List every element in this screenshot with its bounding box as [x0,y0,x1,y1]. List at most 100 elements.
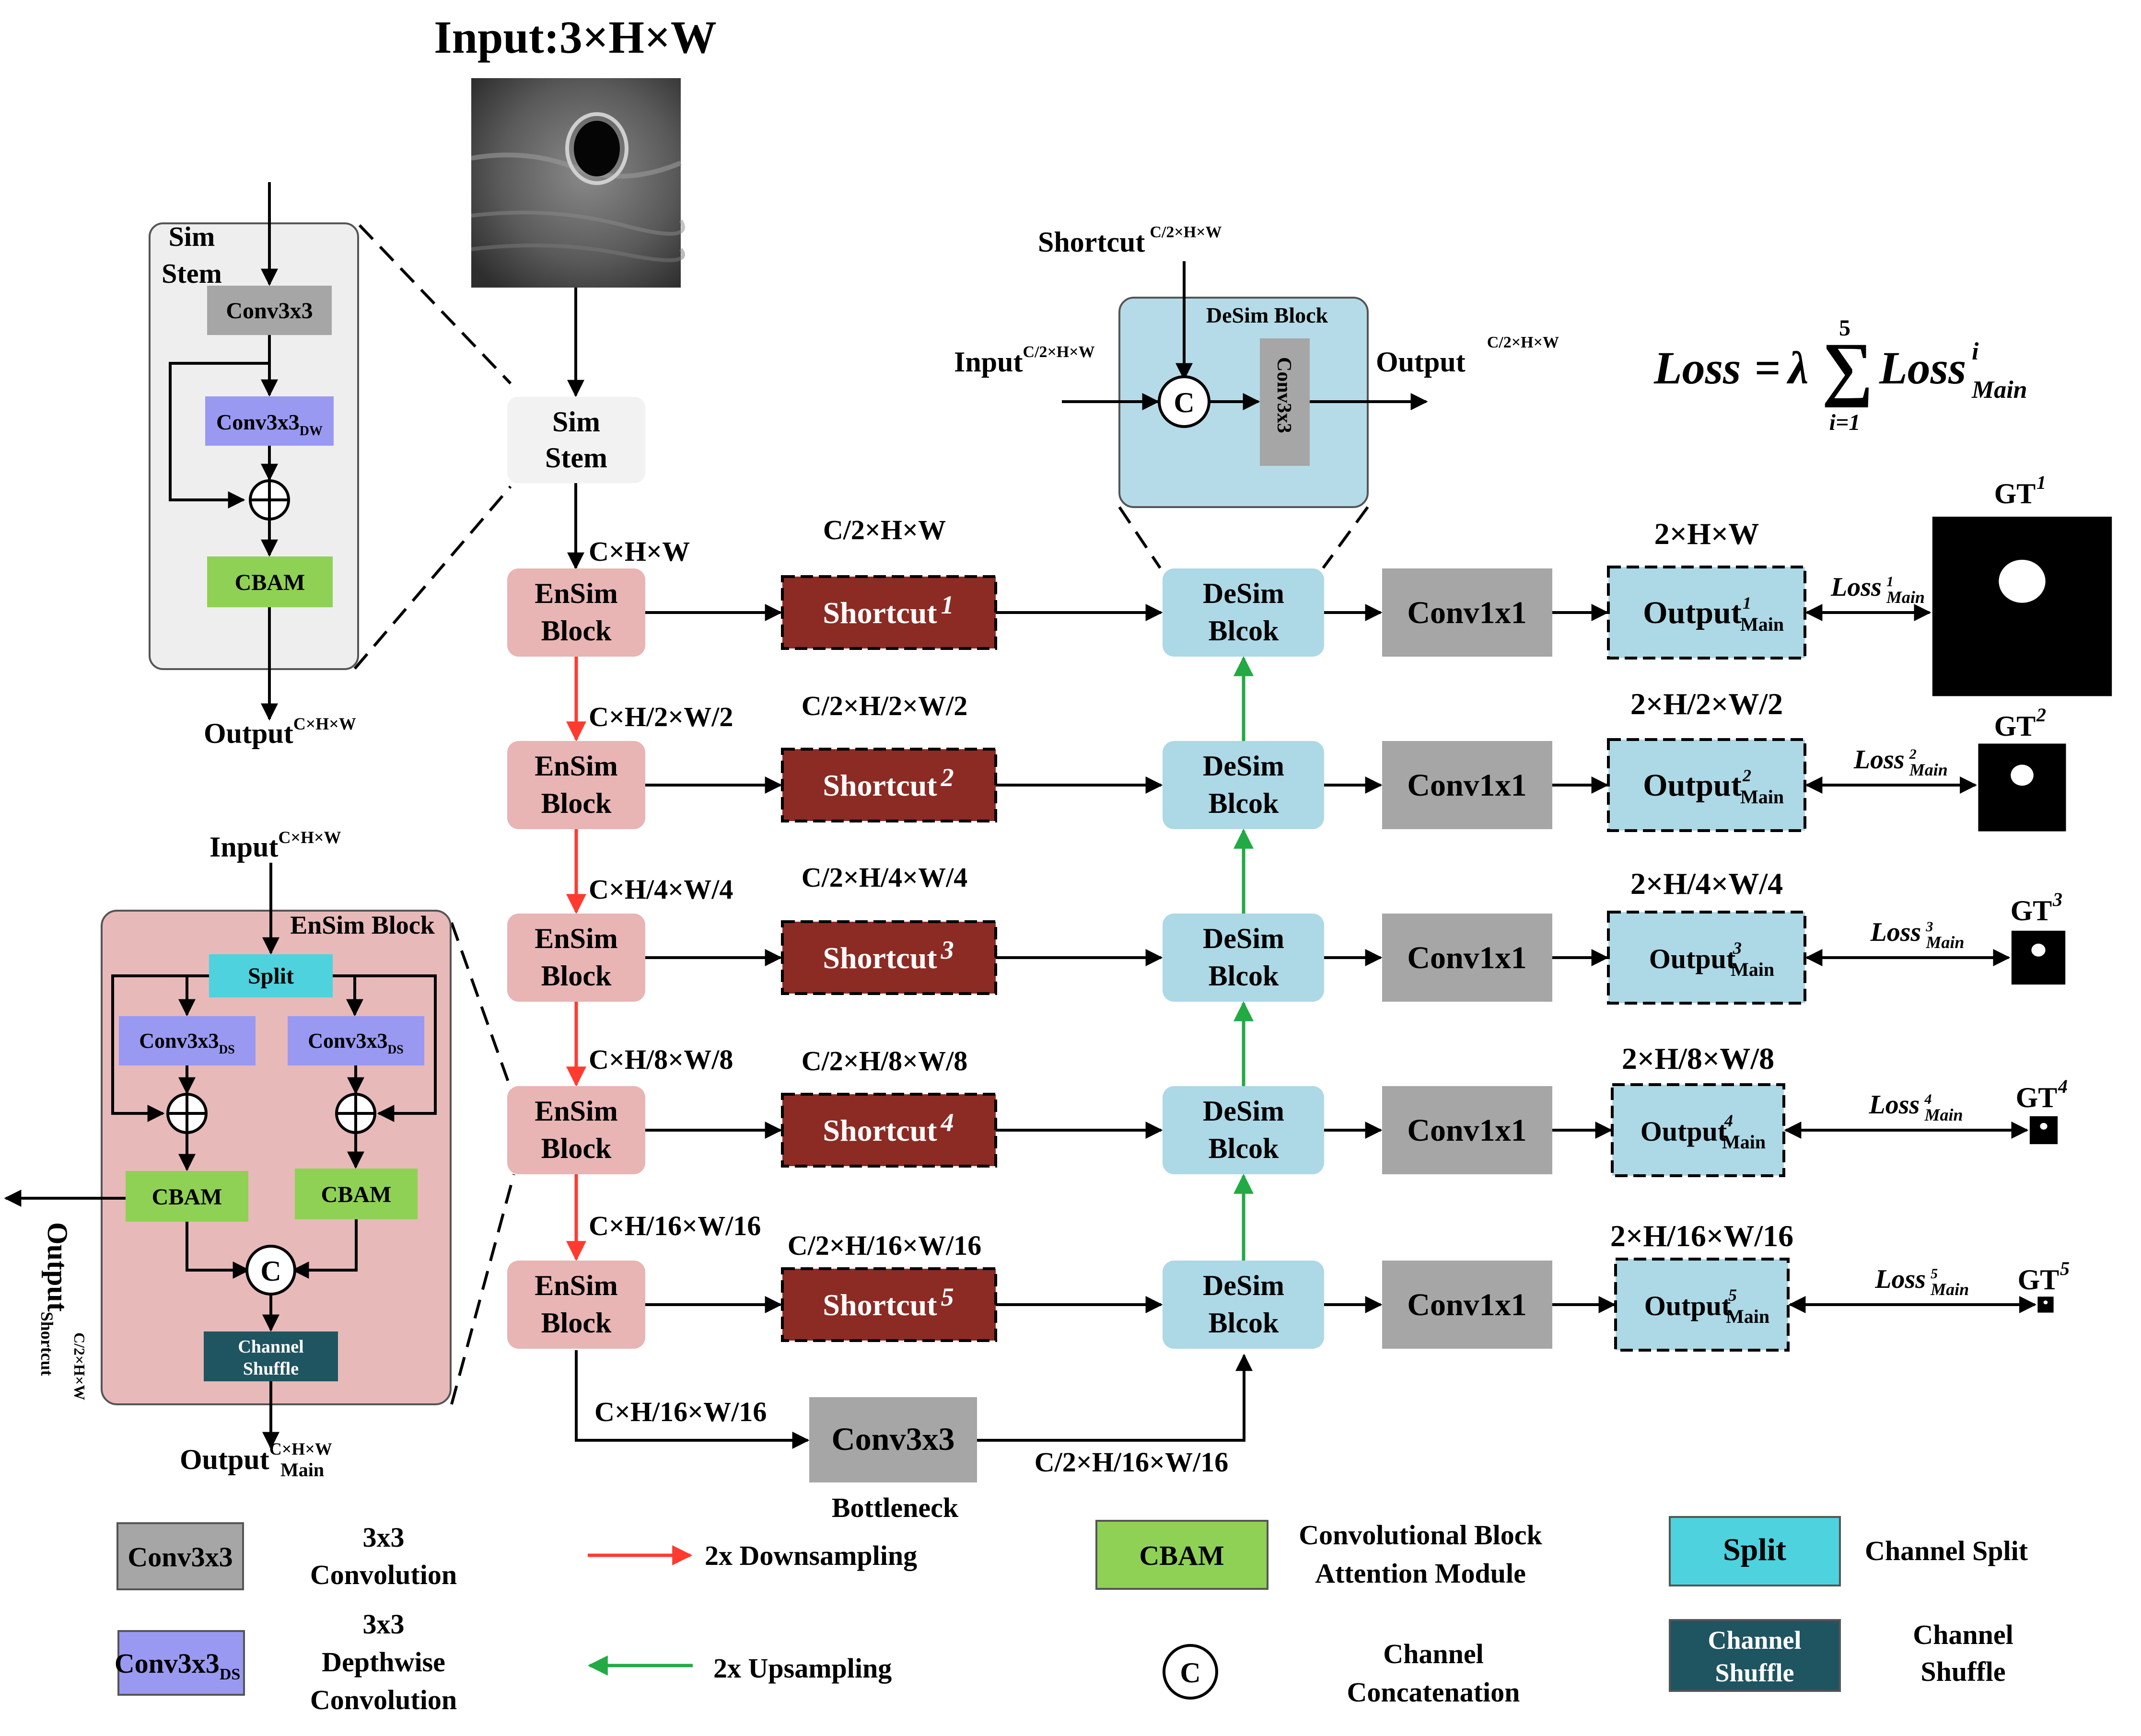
ensim-conv-ds-right-label: Conv3x3 [308,1029,387,1053]
loss-formula: Loss = λ ∑ 5 i=1 Loss i Main [1653,315,2027,435]
zoom-line-stem-bottom [353,486,512,670]
legend-shuffle-swatch [1669,1619,1841,1692]
ensim-output-shortcut: Output [42,1222,73,1312]
legend-concat-desc-1: Channel [1383,1638,1484,1669]
ensim-detail-shuffle [204,1331,338,1381]
ensim-block-5 [507,1261,645,1349]
conv1x1-3 [1382,914,1552,1002]
conv1x1-1 [1382,568,1552,657]
add-icon [335,1093,376,1134]
gt-lesion-4 [2040,1123,2048,1130]
conv1x1-label: Conv1x1 [1407,940,1526,975]
legend-conv-desc-1: 3x3 [363,1522,405,1553]
loss-sub: Main [1924,1105,1963,1124]
legend-concat-icon: C [1163,1644,1218,1700]
desim-detail-input-sup: C/2×H×W [1023,343,1094,361]
loss-sub: Main [1925,933,1964,952]
loss-sub: Main [1930,1280,1969,1299]
ensim-output-main: Output [180,1444,269,1475]
legend-concat-desc-2: Concatenation [1347,1677,1520,1708]
ensim-block-3 [507,914,645,1002]
gt-label: GT [2018,1264,2060,1296]
desim-label-1: DeSim [1203,1270,1284,1301]
output-label: Output [1644,1290,1731,1321]
conv1x1-label: Conv1x1 [1407,1113,1526,1148]
zoom-line-ensim-bottom [450,1174,515,1405]
sim-detail-conv-dw-sub: DW [300,424,323,439]
sim-detail-cbam-label: CBAM [235,570,305,595]
conv1x1-5 [1382,1261,1552,1349]
ensim-block-1 [507,568,645,657]
sim-detail-conv [207,286,332,335]
ensim-label-2: Block [541,615,612,647]
ensim-conv-ds-right-sub: DS [388,1042,404,1056]
output-index: 5 [1728,1285,1737,1305]
legend-concat-label: C [1180,1657,1200,1689]
ensim-label-2: Block [541,1133,612,1164]
desim-label-1: DeSim [1203,1095,1284,1127]
legend-cbam-label: CBAM [1139,1540,1224,1571]
output-index: 2 [1742,766,1751,785]
ensim-concat-label: C [260,1255,281,1287]
ensim-label-2: Block [541,787,612,819]
ensim-output-shortcut-sub: Shortcut [37,1312,57,1376]
input-title: Input:3×H×W [434,12,717,63]
svg-text:InputC×H×W: InputC×H×W [209,828,341,863]
loss-formula-lambda: λ [1786,342,1809,393]
zoom-line-desim-left [1118,506,1162,569]
add-icon [249,479,290,521]
loss-formula-term-sub: Main [1971,376,2027,404]
legend-conv-ds-label: Conv3x3 [115,1648,220,1679]
legend-up-label: 2x Upsampling [713,1653,892,1684]
output-box-2 [1607,738,1806,832]
desim-detail-output-sup: C/2×H×W [1487,334,1559,351]
loss-formula-eq: = [1755,342,1781,393]
gt-label: GT [2016,1082,2058,1113]
output-sub: Main [1726,1306,1769,1327]
shortcut-dim-3: C/2×H/4×W/4 [802,862,967,893]
ensim-shuffle-label-2: Shuffle [243,1359,299,1379]
shortcut-label: Shortcut [823,941,937,975]
legend-conv-ds-desc-2: Depthwise [322,1646,445,1678]
ensim-label-1: EnSim [535,750,617,782]
shortcut-label: Shortcut [823,1113,937,1147]
shortcut-box-4 [781,1093,997,1168]
ensim-detail: InputC×H×W EnSim Block Split Conv3x3DS C… [4,828,452,1481]
gt-index: 3 [2052,889,2062,910]
output-label: Output [1643,595,1741,630]
conv1x1-label: Conv1x1 [1407,595,1526,630]
legend-shuffle-desc-1: Channel [1913,1619,2013,1650]
ensim-detail-conv-ds-right [288,1016,424,1065]
legend-cbam-desc-2: Attention Module [1315,1558,1526,1589]
shortcut-label: Shortcut [823,1288,937,1322]
zoom-line-ensim-top [450,922,515,1099]
shortcut-label: Shortcut [823,768,937,802]
svg-text:Conv3x3DS: Conv3x3DS [139,1029,235,1056]
output-dim-4: 2×H/8×W/8 [1622,1042,1774,1076]
ensim-conv-ds-left-label: Conv3x3 [139,1029,219,1053]
output-sub: Main [1722,1131,1766,1153]
zoom-line-stem-top [358,224,512,385]
desim-concat-label: C [1174,387,1194,418]
sim-stem-label-2: Stem [545,442,607,474]
shortcut-dim-1: C/2×H×W [823,514,946,545]
desim-label-1: DeSim [1203,923,1284,954]
stage-5: EnSimBlockC×H/16×W/16C/2×H/16×W/16Shortc… [507,1173,2070,1352]
svg-text:Output: Output [1641,1116,1727,1147]
ensim-label-1: EnSim [535,578,617,609]
ensim-shuffle-label-1: Channel [238,1337,303,1357]
gt-lesion-5 [2043,1300,2048,1305]
loss-formula-term: Loss [1879,342,1966,393]
loss-index: 1 [1886,574,1894,590]
desim-detail-shortcut: Shortcut [1038,226,1145,258]
gt-lesion-2 [2011,764,2034,786]
ensim-output-main-sup: C×H×W [269,1439,332,1458]
svg-text:Output: Output [1649,943,1736,974]
ensim-output-shortcut-sup: C/2×H×W [71,1332,88,1400]
svg-text:Output: Output [1643,595,1741,630]
